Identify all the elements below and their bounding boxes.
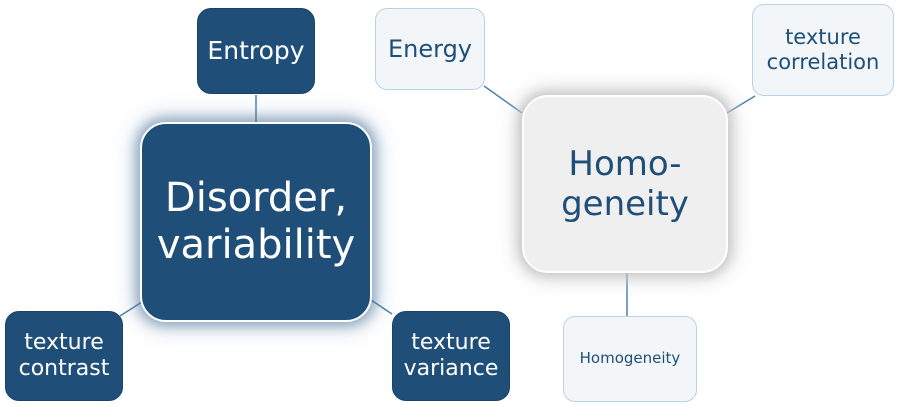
node-energy-label: Energy	[387, 34, 473, 63]
node-disorder-variability-label: Disorder, variability	[156, 174, 356, 268]
node-energy: Energy	[375, 8, 485, 90]
node-homogeneity-label: Homogeneity	[579, 349, 681, 368]
node-homo-geneity-label: Homo- geneity	[561, 143, 689, 224]
node-disorder-variability: Disorder, variability	[140, 122, 372, 322]
node-entropy-label: Entropy	[207, 36, 305, 66]
connector-energy-homogeneity-hub	[483, 85, 523, 114]
node-texture-variance: texture variance	[392, 311, 510, 401]
connector-disorder-texture-variance	[370, 299, 393, 315]
connector-disorder-texture-contrast	[119, 301, 143, 317]
node-texture-correlation-label: texture correlation	[766, 25, 880, 74]
node-homogeneity: Homogeneity	[563, 316, 697, 402]
node-homo-geneity: Homo- geneity	[522, 95, 728, 273]
node-texture-contrast: texture contrast	[5, 311, 123, 401]
node-texture-correlation: texture correlation	[752, 4, 894, 96]
connector-homogeneity-hub-texture-correlation	[726, 95, 756, 114]
node-texture-variance-label: texture variance	[403, 330, 499, 381]
node-texture-contrast-label: texture contrast	[18, 330, 110, 381]
node-entropy: Entropy	[197, 8, 315, 94]
